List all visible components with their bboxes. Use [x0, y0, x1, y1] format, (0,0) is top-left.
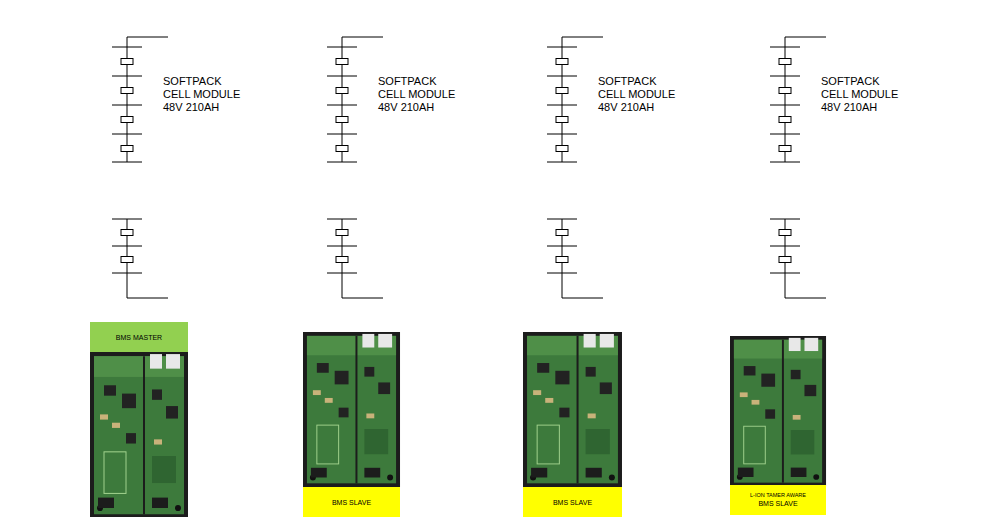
box-text: BMS SLAVE: [553, 498, 592, 507]
box-text: BMS SLAVE: [758, 499, 797, 508]
module-label: SOFTPACK CELL MODULE 48V 210AH: [163, 75, 247, 114]
box-text: L-ION TAMER AWARE: [750, 492, 806, 500]
module-label: SOFTPACK CELL MODULE 48V 210AH: [378, 75, 462, 114]
bms-label-box: BMS SLAVE: [303, 487, 400, 517]
module-label: SOFTPACK CELL MODULE 48V 210AH: [598, 75, 682, 114]
bms-label-box: BMS MASTER: [90, 322, 188, 352]
bms-label-box: BMS SLAVE: [523, 487, 622, 517]
box-text: BMS SLAVE: [332, 498, 371, 507]
module-label: SOFTPACK CELL MODULE 48V 210AH: [821, 75, 905, 114]
box-text: BMS MASTER: [116, 333, 162, 342]
bms-label-box: L-ION TAMER AWAREBMS SLAVE: [730, 485, 826, 515]
